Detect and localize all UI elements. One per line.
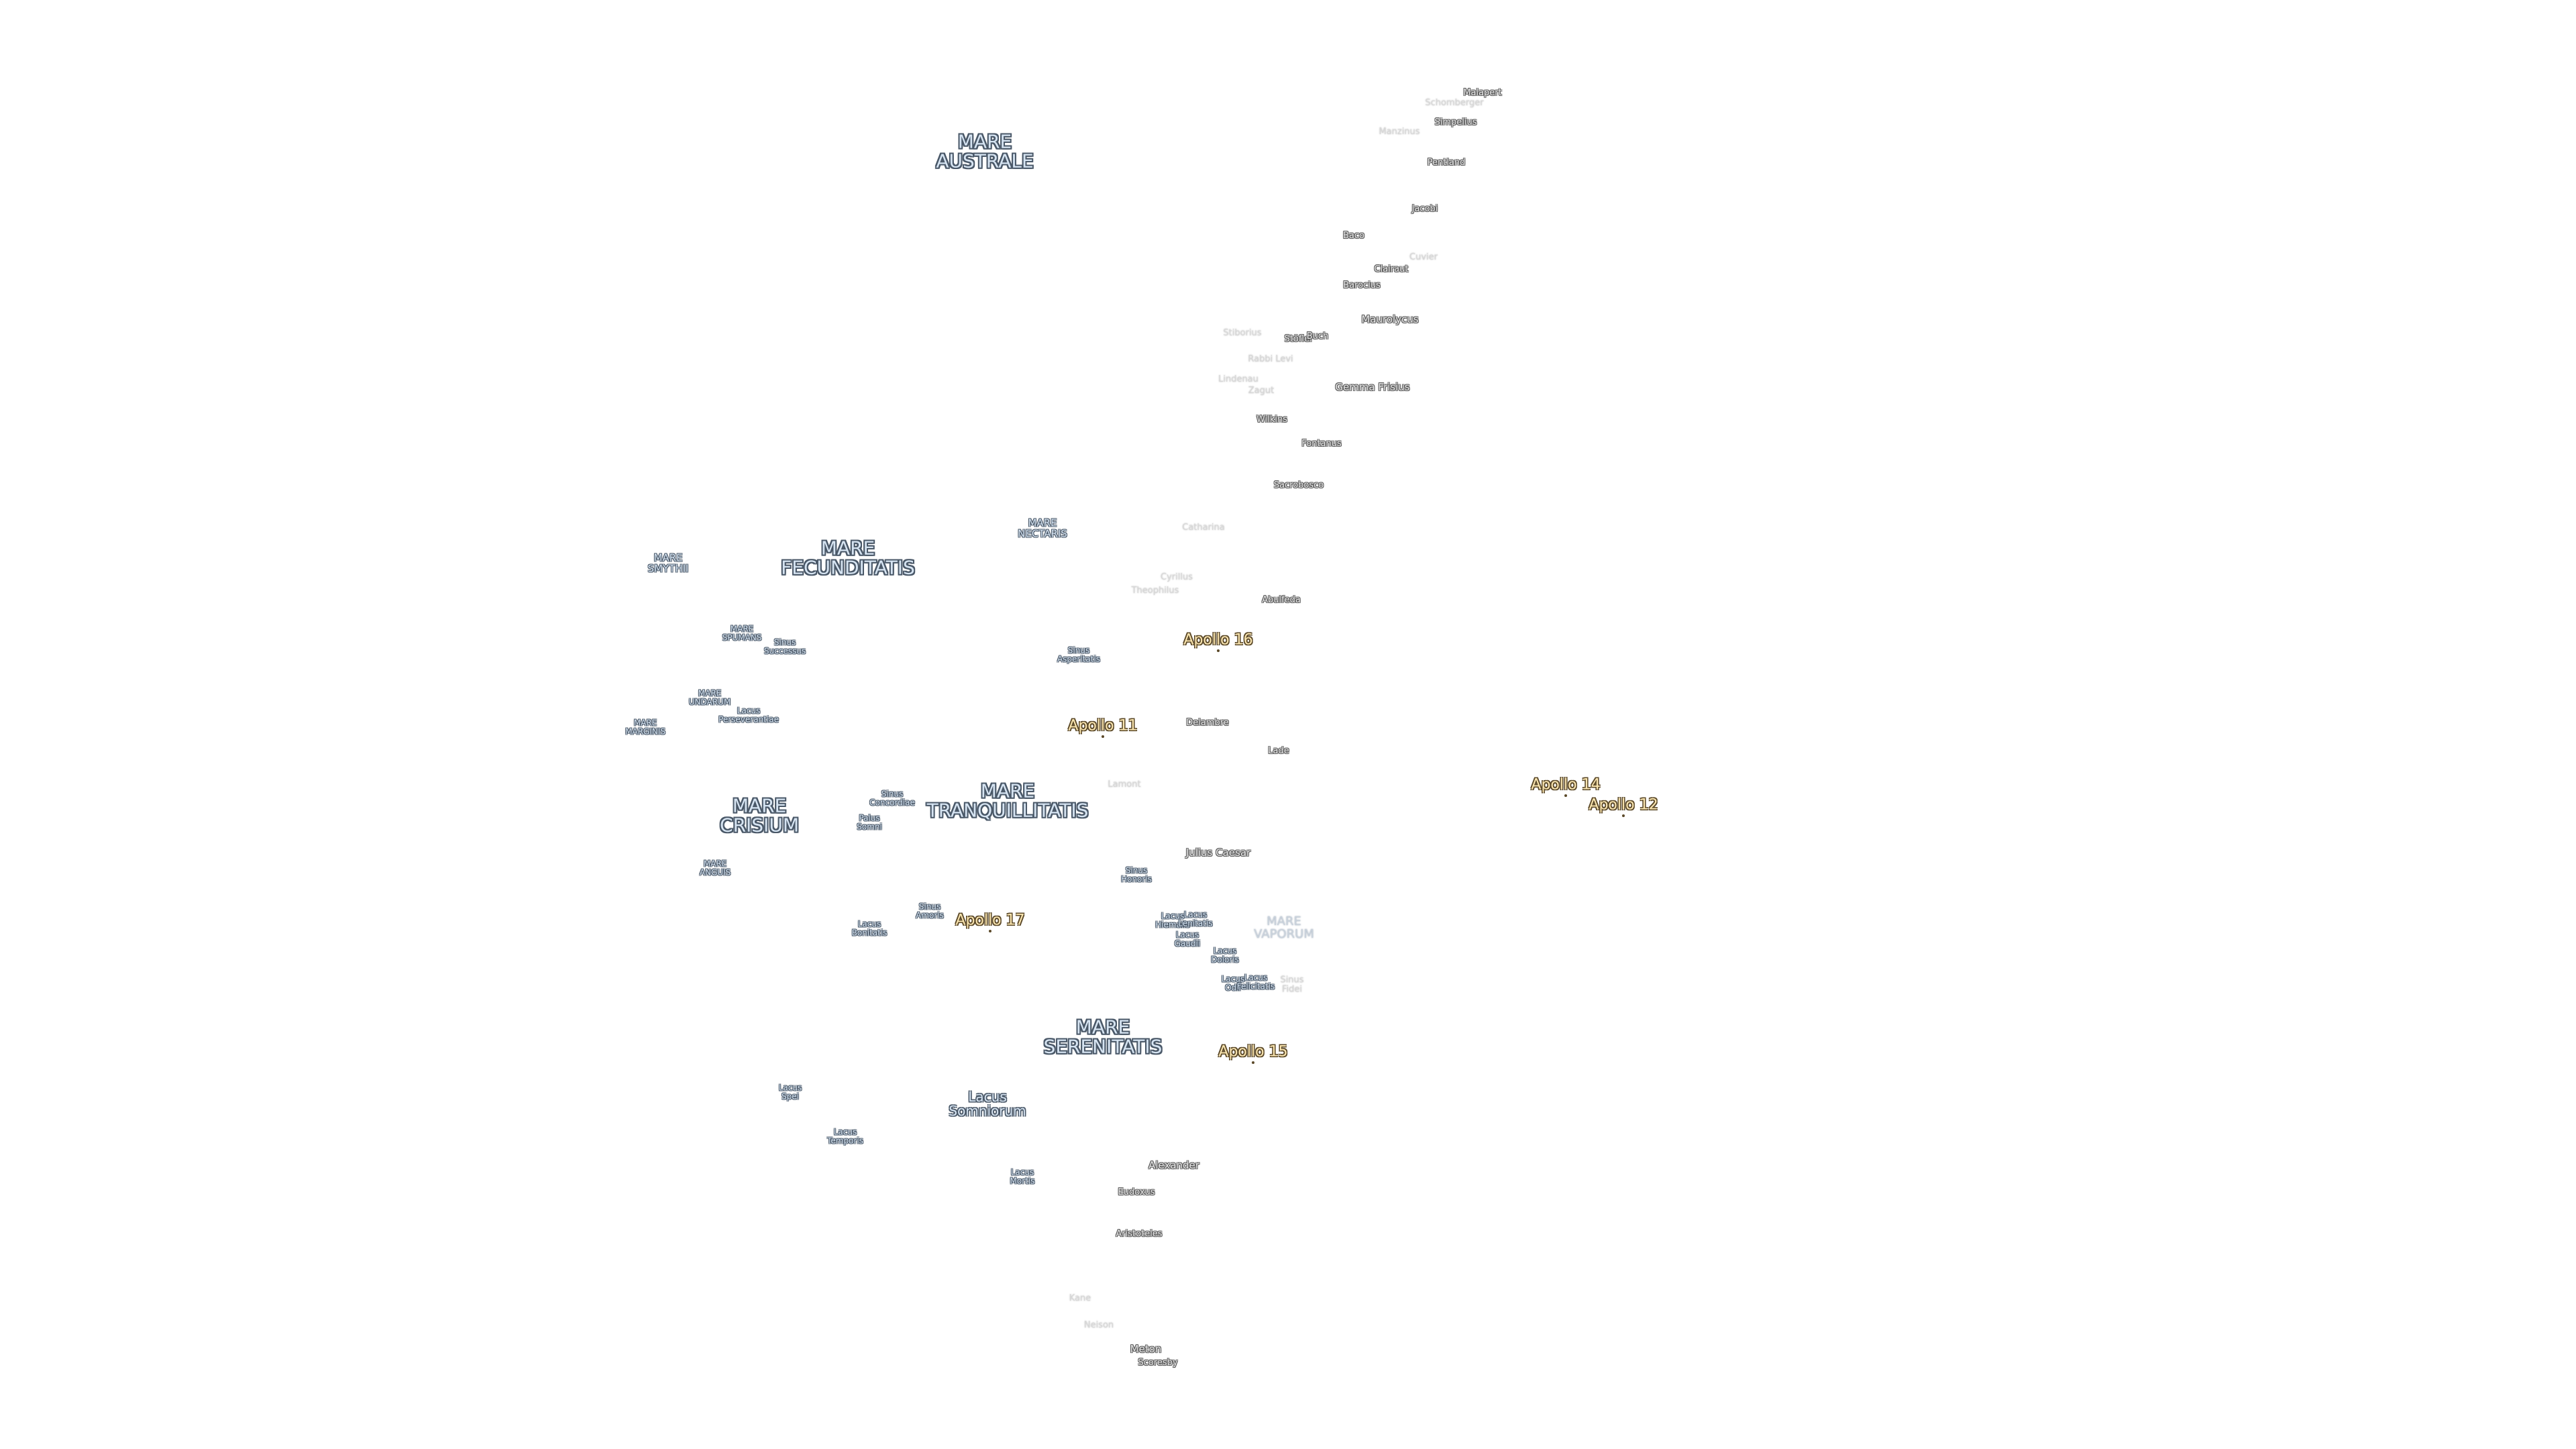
mare-label-lacus-bonitatis: Lacus Bonitatis [851,919,888,937]
mare-label-lacus-mortis: Lacus Mortis [1010,1167,1035,1185]
crater-label-eudoxus: Eudoxus [1118,1187,1155,1198]
crater-label-manzinus: Manzinus [1379,127,1420,138]
mare-label-mare-undarum: MARE UNDARUM [688,688,731,706]
mare-label-lacus-hiemalis: Lacus Hiemalis [1155,911,1190,929]
apollo-label-apollo-16: Apollo 16 [1183,631,1253,649]
crater-label-sacrobosco: Sacrobosco [1273,480,1324,491]
mare-label-mare-crisium: MARE CRISIUM [720,794,799,837]
mare-label-mare-fecunditatis: MARE FECUNDITATIS [781,537,915,579]
crater-label-pentland: Pentland [1427,158,1466,168]
crater-label-barocius: Barocius [1343,280,1381,291]
mare-label-lacus-spei: Lacus Spei [778,1083,802,1101]
mare-label-mare-vaporum: MARE VAPORUM [1254,914,1314,941]
mare-label-lacus-lenitatis: Lacus Lenitatis [1178,910,1213,928]
crater-label-lade: Lade [1268,746,1289,757]
mare-label-sinus-amoris: Sinus Amoris [916,902,944,920]
apollo-label-apollo-11: Apollo 11 [1068,717,1138,735]
crater-label-fontanus: Fontanus [1301,439,1342,449]
mare-label-mare-australe: MARE AUSTRALE [936,130,1034,172]
mare-label-mare-serenitatis: MARE SERENITATIS [1043,1016,1163,1058]
crater-label-kane: Kane [1069,1293,1091,1304]
crater-label-malapert: Malapert [1463,88,1502,99]
crater-label-stiborius: Stiborius [1223,328,1262,339]
mare-label-lacus-doloris: Lacus Doloris [1211,946,1239,964]
crater-label-zagut: Zagut [1248,386,1275,396]
crater-label-stofler: Stöfler [1284,334,1313,345]
mare-label-sinus-asperitatis: Sinus Asperitatis [1057,645,1101,663]
mare-label-lacus-felicitatis: Lacus Felicitatis [1236,973,1275,991]
mare-label-mare-anguis: MARE ANGUIS [699,859,731,877]
mare-label-lacus-temporis: Lacus Temporis [827,1127,863,1145]
crater-label-abulfeda: Abulfeda [1262,595,1301,606]
crater-label-neison: Neison [1083,1320,1114,1331]
apollo-landing-marker-apollo-14[interactable] [1564,794,1567,797]
mare-label-sinus-fidei: Sinus Fidei [1280,975,1304,994]
crater-label-meton: Meton [1130,1343,1162,1356]
crater-label-wilkins: Wilkins [1256,415,1287,425]
crater-label-lamont: Lamont [1108,780,1141,790]
crater-label-buch: Buch [1306,331,1329,342]
mare-label-mare-smythii: MARE SMYTHII [647,551,689,574]
crater-label-maurolycus: Maurolycus [1361,313,1419,326]
apollo-label-apollo-12: Apollo 12 [1589,796,1658,814]
apollo-landing-marker-apollo-11[interactable] [1102,735,1104,738]
mare-label-palus-somni: Palus Somni [857,813,882,831]
crater-label-clairaut: Clairaut [1374,264,1409,275]
crater-label-theophilus: Theophilus [1131,586,1179,596]
crater-label-scoresby: Scoresby [1138,1358,1178,1368]
crater-label-baco: Baco [1343,231,1364,241]
mare-label-lacus-gaudii: Lacus Gaudii [1174,930,1201,948]
crater-label-schomberger: Schomberger [1425,98,1484,109]
crater-label-gemma-frisius: Gemma Frisius [1335,381,1410,394]
apollo-label-apollo-15: Apollo 15 [1218,1043,1288,1061]
crater-label-alexander: Alexander [1148,1159,1199,1172]
crater-label-cyrillus: Cyrillus [1161,572,1193,583]
apollo-landing-marker-apollo-12[interactable] [1622,814,1625,817]
apollo-landing-marker-apollo-17[interactable] [989,930,991,932]
apollo-landing-marker-apollo-16[interactable] [1217,649,1220,652]
mare-label-lacus-perseverantiae: Lacus Perseverantiae [718,706,779,724]
mare-label-mare-spumans: MARE SPUMANS [722,624,762,642]
mare-label-sinus-successus: Sinus Successus [763,637,806,655]
crater-label-julius-caesar: Julius Caesar [1185,847,1251,859]
crater-label-catharina: Catharina [1182,523,1225,533]
mare-label-mare-marginis: MARE MARGINIS [625,718,665,736]
apollo-label-apollo-17: Apollo 17 [955,912,1025,929]
mare-label-lacus-somniorum: Lacus Somniorum [949,1089,1026,1119]
crater-label-lindenau: Lindenau [1218,374,1258,385]
crater-label-rabbi-levi: Rabbi Levi [1248,354,1293,365]
crater-label-cuvier: Cuvier [1409,252,1438,263]
crater-label-delambre: Delambre [1186,718,1229,729]
mare-label-mare-nectaris: MARE NECTARIS [1018,517,1067,539]
mare-label-sinus-concordiae: Sinus Concordiae [869,789,915,807]
apollo-label-apollo-14: Apollo 14 [1531,776,1601,794]
apollo-landing-marker-apollo-15[interactable] [1252,1061,1254,1064]
crater-label-aristoteles: Aristoteles [1116,1229,1163,1240]
mare-label-sinus-honoris: Sinus Honoris [1121,865,1152,883]
crater-label-simpelius: Simpelius [1434,117,1477,128]
mare-label-mare-tranquillitatis: MARE TRANQUILLITATIS [926,780,1089,822]
mare-label-lacus-odii: Lacus Odii [1221,974,1245,992]
crater-label-jacobi: Jacobi [1411,204,1438,215]
